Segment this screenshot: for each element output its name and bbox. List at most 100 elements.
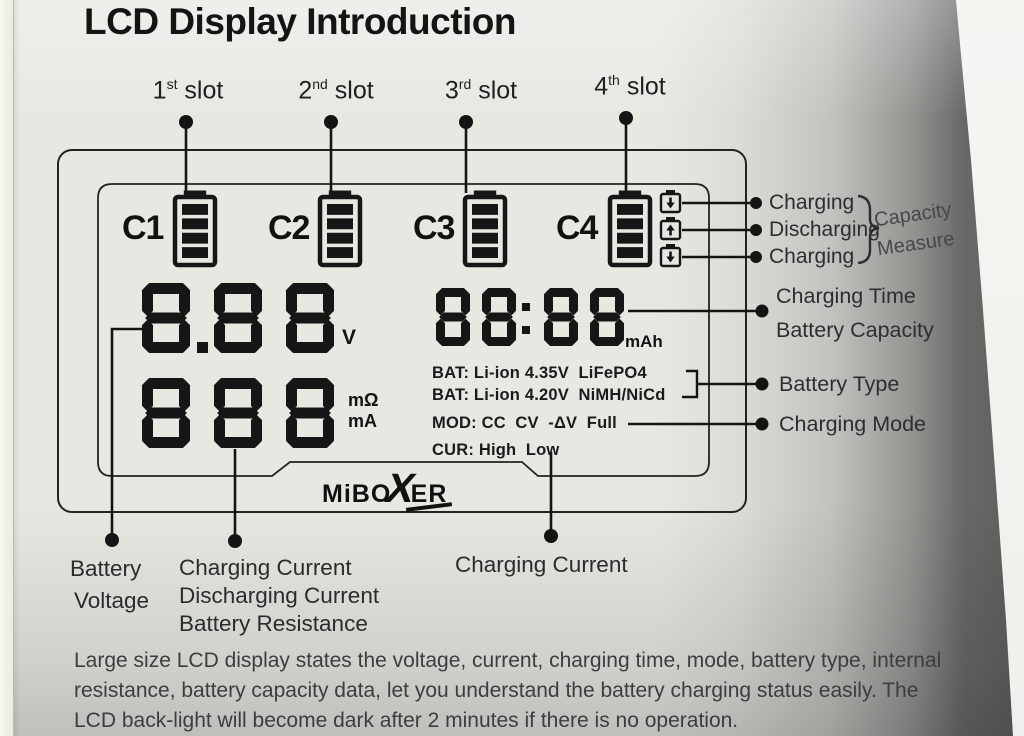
slot-label-3: 3rd slot — [419, 76, 543, 105]
battery-icon-c1-bar — [182, 247, 208, 258]
slot-1-number: 1 — [152, 76, 167, 105]
seven-segment-time-digit — [590, 289, 599, 316]
seven-segment-current-digit — [287, 378, 333, 389]
charging-mode-dot — [755, 417, 769, 431]
seven-segment-voltage-digit — [214, 284, 225, 317]
seven-segment-voltage-digit — [286, 284, 297, 317]
channel-label-c4: C4 — [556, 209, 598, 247]
current-unit-label: mA — [348, 411, 378, 431]
battery-icon-c4-bar — [617, 247, 643, 258]
seven-segment-time-digit — [590, 318, 599, 345]
page-title: LCD Display Introduction — [84, 1, 517, 42]
lcd-outer-frame — [57, 149, 747, 513]
slot-1-word: slot — [184, 76, 224, 105]
description-paragraph: Large size LCD display states the voltag… — [74, 646, 941, 736]
callout-charging-2: Charging — [769, 245, 855, 268]
seven-segment-current-digit — [143, 437, 189, 448]
battery-icon-c1 — [172, 194, 218, 268]
slot-2-number: 2 — [298, 76, 313, 105]
callout-battery-voltage-1: Battery — [70, 556, 142, 581]
paragraph-line-2: resistance, battery capacity data, let y… — [74, 679, 919, 702]
seven-segment-time-digit — [436, 289, 445, 316]
seven-segment-current-digit — [251, 379, 262, 412]
callout-battery-type: Battery Type — [779, 372, 900, 396]
battery-icon-c2-bar — [327, 204, 353, 215]
seven-segment-current-digit — [286, 414, 297, 447]
slot-callout-lines — [184, 124, 628, 193]
seven-segment-current-digit — [286, 379, 297, 412]
paragraph-line-1: Large size LCD display states the voltag… — [74, 649, 942, 672]
seven-segment-current-digit — [142, 414, 153, 447]
resistance-unit-label: mΩ — [348, 390, 379, 410]
seven-segment-time-digit — [436, 318, 445, 345]
battery-arrow-down-icon-terminal — [666, 244, 675, 249]
seven-segment-time-digit — [483, 288, 515, 297]
seven-segment-current-digit — [179, 414, 190, 447]
seven-segment-current-digit — [215, 437, 261, 448]
battery-icon-c4-bar — [617, 218, 643, 230]
seven-segment-time-digit — [545, 288, 577, 297]
battery-arrow-down-icon — [659, 192, 682, 214]
lcd-mode-line: MOD: CC CV -ΔV Full — [432, 414, 617, 432]
seven-segment-time-digit — [615, 289, 624, 316]
seven-segment-time-digit — [544, 289, 553, 316]
seven-segment-time-digit — [483, 337, 515, 346]
callout-charging-current: Charging Current — [455, 552, 628, 577]
seven-segment-voltage-digit — [142, 319, 153, 352]
seven-segment-voltage-digit — [286, 319, 297, 352]
logo-text-pre: MiBO — [322, 480, 392, 508]
battery-arrow-down-icon-terminal — [666, 190, 675, 195]
battery-icon-c1-bar — [182, 218, 208, 230]
battery-icon-c4 — [607, 194, 653, 268]
seven-segment-voltage-digit — [287, 283, 333, 294]
slot-callout-dots — [179, 111, 633, 129]
seven-segment-current-digit — [289, 407, 331, 419]
capacity-group-brace — [857, 194, 880, 265]
battery-icon-c4-bar — [617, 232, 643, 244]
seven-segment-current-digit — [179, 379, 190, 412]
seven-segment-current-digit — [251, 414, 262, 447]
battery-icon-c2-terminal — [328, 190, 352, 198]
seven-segment-time-digit — [482, 289, 491, 316]
battery-icon-c2-bar — [327, 247, 353, 258]
channel-label-c2: C2 — [268, 209, 310, 247]
slot-3-suffix: rd — [458, 76, 472, 92]
seven-segment-voltage-digit — [215, 342, 261, 353]
time-colon-dot — [522, 326, 530, 334]
seven-segment-voltage-digit — [251, 284, 262, 317]
seven-segment-time-digit — [591, 288, 623, 297]
seven-segment-voltage-digit — [289, 312, 331, 324]
battery-icon-c3-terminal — [473, 190, 497, 198]
slot-2-word: slot — [334, 76, 374, 105]
callout-battery-voltage-2: Voltage — [74, 588, 150, 613]
battery-icon-c3-bar — [472, 204, 498, 215]
seven-segment-time-digit — [569, 318, 578, 345]
seven-segment-voltage-digit — [323, 284, 334, 317]
callout-charging-current-group-3: Battery Resistance — [179, 611, 368, 636]
slot-3-number: 3 — [444, 76, 459, 105]
seven-segment-time-digit — [591, 337, 623, 346]
seven-segment-voltage-digit — [142, 284, 153, 317]
seven-segment-voltage-digit — [287, 342, 333, 353]
battery-type-dot — [755, 377, 769, 391]
seven-segment-current-digit — [214, 414, 225, 447]
slot-4-word: slot — [626, 72, 666, 101]
slot-label-2: 2nd slot — [274, 76, 398, 105]
seven-segment-time-digit — [569, 289, 578, 316]
time-callout-dot — [755, 304, 769, 318]
battery-icon-c4-bar — [617, 204, 643, 215]
seven-segment-voltage-digit — [143, 342, 189, 353]
callout-charging-current-group-2: Discharging Current — [179, 583, 380, 608]
slot-3-word: slot — [478, 76, 518, 105]
callout-charging-current-group-1: Charging Current — [179, 555, 352, 580]
channel-label-c1: C1 — [122, 209, 164, 247]
seven-segment-current-digit — [217, 407, 259, 419]
battery-icon-c2-bar — [327, 232, 353, 244]
seven-segment-time-digit — [547, 312, 575, 322]
seven-segment-time-digit — [545, 337, 577, 346]
seven-segment-time-digit — [482, 318, 491, 345]
battery-arrow-down-icon — [659, 246, 682, 268]
seven-segment-time-digit — [615, 318, 624, 345]
voltage-decimal-point — [197, 342, 208, 353]
